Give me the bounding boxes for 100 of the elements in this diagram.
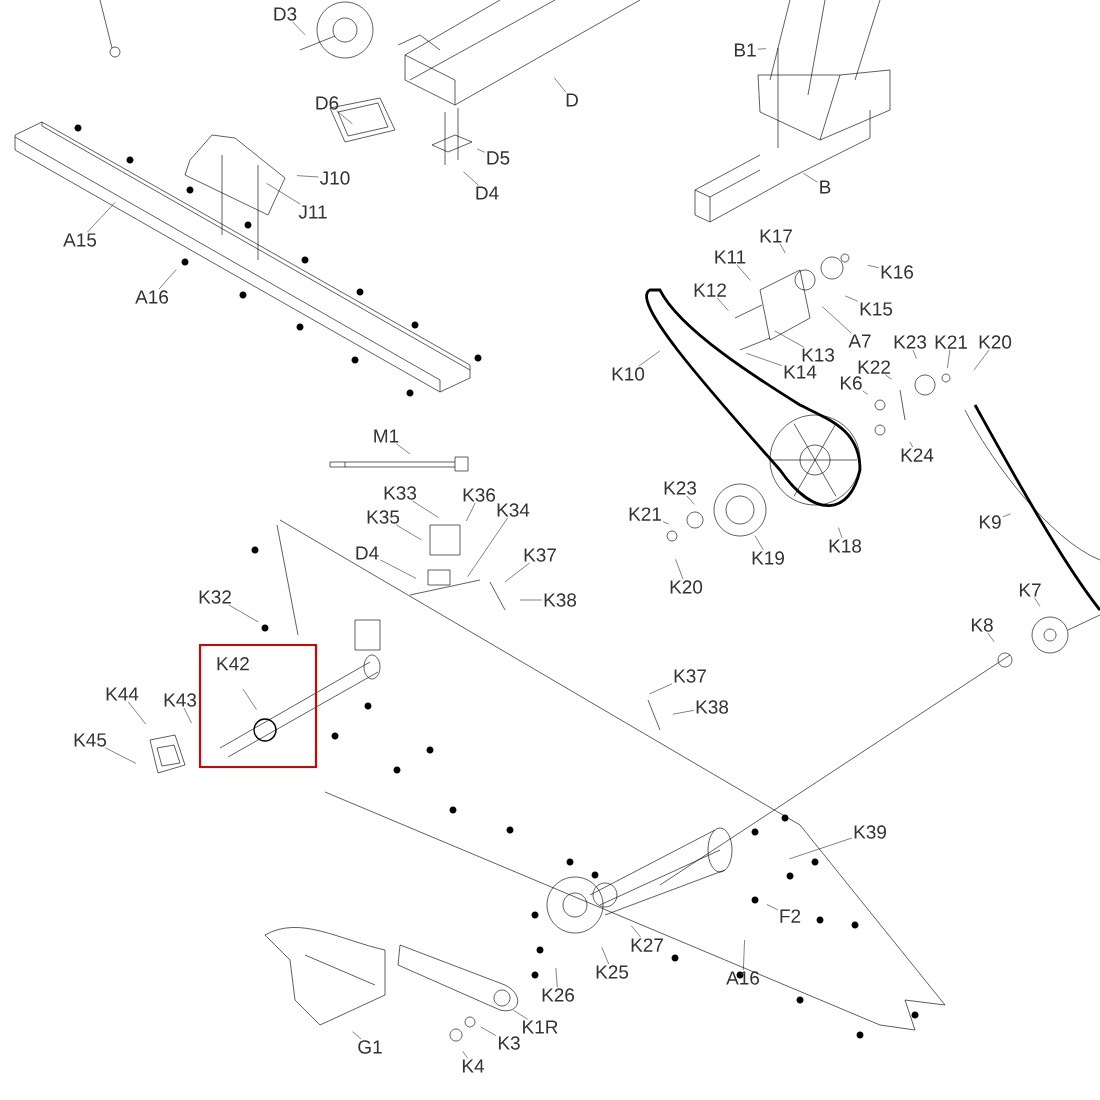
leader-line: [105, 747, 137, 764]
callout-number: K38: [696, 700, 729, 714]
leader-line: [476, 148, 485, 153]
callout-number: K1R: [523, 1020, 558, 1034]
callout-number: M1: [374, 429, 399, 443]
leader-line: [292, 21, 306, 36]
callout-number: K25: [596, 965, 629, 979]
leader-line: [648, 683, 673, 695]
callout-number: A7: [848, 334, 871, 348]
callout-number: K43: [164, 693, 197, 707]
leader-line: [716, 297, 729, 311]
leader-line: [736, 264, 751, 281]
callout-number: K10: [612, 367, 645, 381]
leader-line: [462, 1050, 468, 1059]
highlight-frame: K42: [198, 643, 318, 769]
callout-number: K19: [752, 551, 784, 565]
callout-number: K11: [715, 250, 746, 264]
leader-line: [631, 925, 641, 938]
callout-number: K22: [858, 360, 890, 374]
callout-number: K33: [384, 486, 417, 500]
callout-number: K32: [199, 590, 231, 604]
leader-line: [266, 183, 301, 205]
leader-line: [947, 349, 951, 369]
leader-line: [987, 632, 995, 643]
callout-number: D3: [274, 7, 297, 21]
leader-line: [396, 443, 411, 455]
leader-line: [973, 349, 990, 371]
leader-line: [803, 173, 818, 183]
callout-number: K17: [760, 229, 792, 243]
callout-number: K24: [901, 448, 934, 462]
leader-line: [555, 967, 558, 988]
callout-number: A15: [63, 233, 97, 247]
callout-number: K20: [979, 335, 1012, 349]
leader-line: [228, 604, 259, 623]
callout-number: K3: [498, 1036, 520, 1050]
leader-line: [774, 330, 805, 348]
leader-line: [519, 599, 543, 601]
callout-number: D5: [487, 151, 510, 165]
leader-line: [743, 939, 745, 971]
callout-number: J11: [298, 205, 327, 219]
leader-line: [513, 1010, 528, 1020]
callout-number: D4: [476, 186, 499, 200]
leader-line: [675, 559, 684, 580]
callout-number: K36: [463, 488, 496, 502]
leader-line: [662, 521, 670, 525]
callout-number: D4: [356, 546, 379, 560]
callout-number: K16: [881, 265, 914, 279]
callout-number: K21: [935, 335, 967, 349]
leader-line: [838, 527, 843, 539]
leader-line: [789, 837, 853, 860]
leader-line: [1002, 513, 1011, 518]
leader-line: [127, 701, 147, 725]
leader-line: [867, 265, 880, 269]
leader-line: [912, 349, 917, 359]
leader-line: [1034, 597, 1041, 607]
callout-number: K37: [524, 548, 556, 562]
leader-line: [885, 374, 893, 380]
callout-number: K27: [631, 938, 663, 952]
leader-line: [467, 517, 508, 577]
leader-line: [554, 77, 567, 93]
callout-number: K12: [694, 283, 726, 297]
callout-number: B: [820, 180, 831, 194]
callout-number: F2: [780, 909, 801, 923]
callout-number: K9: [979, 515, 1001, 529]
leader-line: [672, 710, 695, 715]
callout-number: B1: [734, 43, 756, 57]
leader-line: [466, 502, 476, 522]
leader-line: [183, 707, 192, 724]
leader-line: [844, 295, 859, 302]
callout-number: K45: [74, 733, 107, 747]
leader-line: [480, 1026, 497, 1036]
leader-line: [601, 947, 609, 965]
callout-number: K23: [894, 335, 927, 349]
callout-number: A16: [135, 290, 169, 304]
callout-number: A16: [726, 971, 760, 985]
callout-number: K14: [784, 365, 817, 379]
leader-line: [746, 353, 783, 366]
callout-number: K6: [840, 376, 862, 390]
callout-number: K15: [860, 302, 893, 316]
callout-number: K39: [854, 825, 886, 839]
callout-number: K26: [542, 988, 575, 1002]
callout-number: K38: [544, 593, 577, 607]
leader-line: [779, 243, 786, 254]
callout-number: K34: [497, 503, 530, 517]
leader-line: [504, 562, 530, 583]
leader-line: [412, 500, 439, 518]
leader-line: [463, 171, 479, 186]
leader-line: [396, 524, 422, 541]
callout-number: K44: [106, 687, 139, 701]
callout-number: K7: [1019, 583, 1041, 597]
callout-number: K35: [367, 510, 400, 524]
leader-line: [766, 904, 778, 911]
leader-line: [638, 350, 661, 367]
leader-line: [757, 48, 767, 50]
callout-number: K13: [802, 348, 835, 362]
callout-number: K23: [664, 481, 697, 495]
callout-number: J10: [320, 171, 350, 185]
callout-number: K8: [971, 618, 993, 632]
leader-line: [380, 559, 417, 579]
leader-line: [686, 495, 695, 505]
